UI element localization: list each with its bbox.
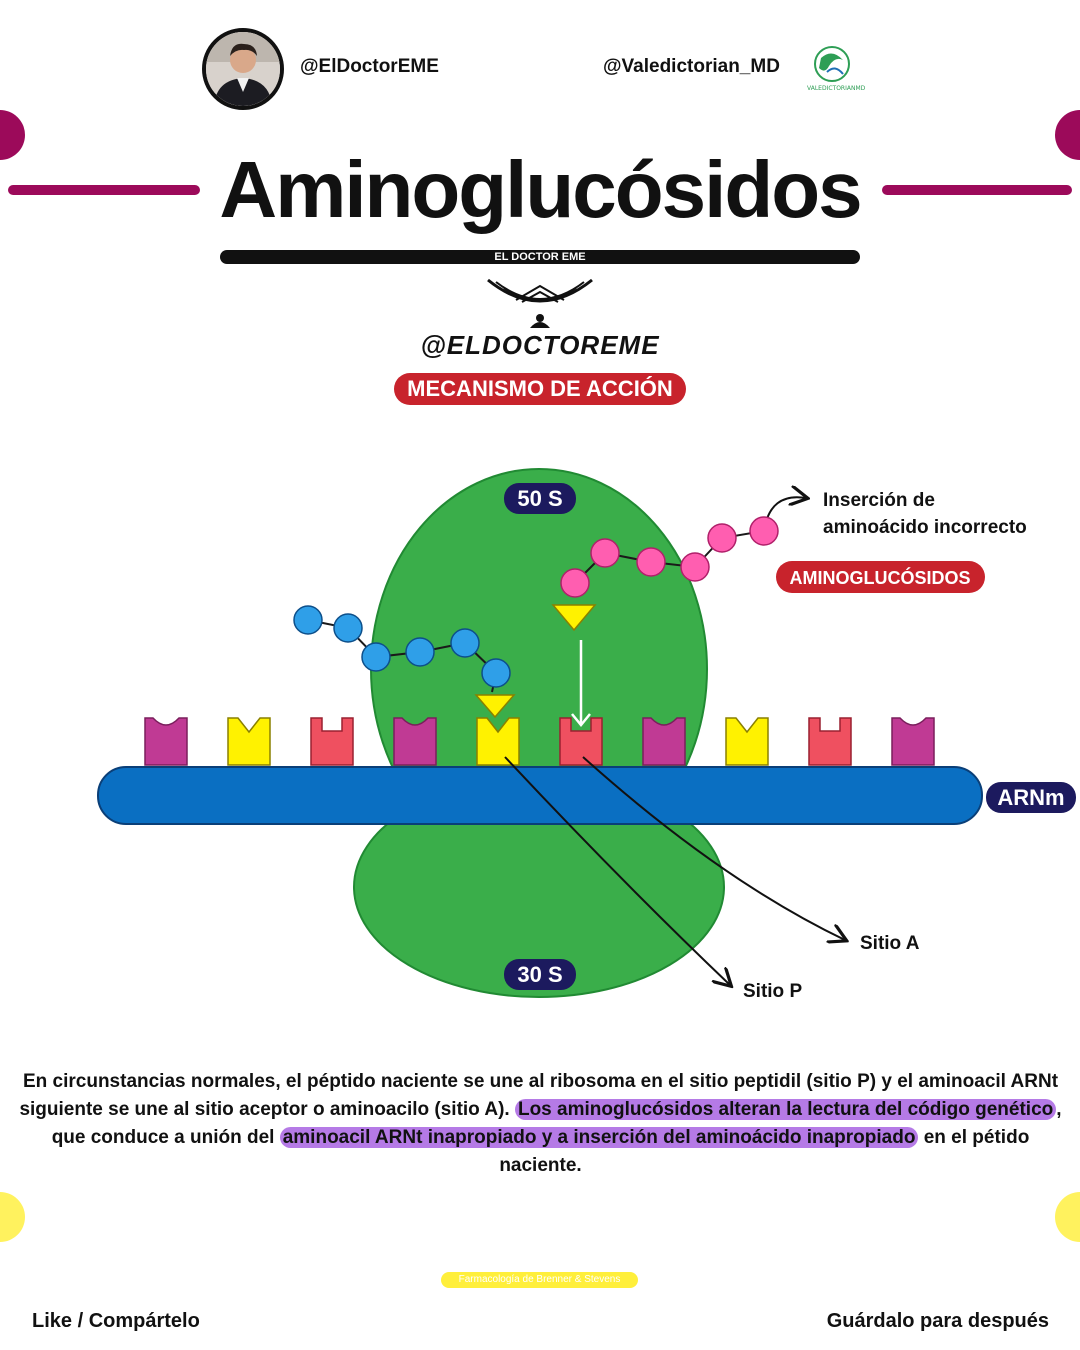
amino-acid-bead bbox=[405, 637, 435, 667]
drug-pill bbox=[776, 561, 985, 593]
title-line-left bbox=[8, 185, 200, 195]
source-credit: Farmacología de Brenner & Stevens bbox=[441, 1272, 638, 1288]
valedictorian-logo: VALEDICTORIANMD bbox=[805, 44, 871, 92]
codon-block bbox=[891, 717, 935, 766]
nascent-peptide-chain bbox=[293, 605, 516, 719]
amino-acid-bead bbox=[680, 552, 710, 582]
amino-acid-bead bbox=[707, 523, 737, 553]
avatar-portrait-icon bbox=[206, 32, 280, 106]
site-a-label: Sitio A bbox=[860, 933, 920, 954]
codon-block bbox=[725, 717, 769, 766]
insertion-label-line1: Inserción de bbox=[823, 490, 935, 511]
paragraph-highlight2: aminoacil ARNt inapropiado y a inserción… bbox=[279, 1127, 919, 1148]
label-50s-pill bbox=[504, 483, 576, 514]
amino-acid-bead bbox=[333, 613, 363, 643]
pointer-site-a bbox=[582, 756, 845, 940]
subtitle-bar-text: EL DOCTOR EME bbox=[494, 251, 586, 263]
amino-acid-bead bbox=[481, 658, 511, 688]
amino-acid-bead bbox=[293, 605, 323, 635]
page-title: Aminoglucósidos bbox=[219, 145, 862, 234]
paragraph-part1: En circunstancias normales, el péptido n… bbox=[19, 1071, 1059, 1120]
ribosome-diagram: 50 S 30 S ARNm AMINOGLUCÓSIDOS Inserción… bbox=[97, 468, 1076, 1002]
save-later-label[interactable]: Guárdalo para después bbox=[826, 1310, 1049, 1332]
codon-block bbox=[227, 717, 271, 766]
incorrect-aminoacyl-chain bbox=[551, 497, 806, 727]
handle-left[interactable]: @ElDoctorEME bbox=[300, 56, 439, 77]
codon-block bbox=[642, 717, 686, 766]
handle-right[interactable]: @Valedictorian_MD bbox=[603, 56, 780, 77]
brand-emblem-icon bbox=[486, 272, 594, 330]
decor-dot-bottom-left bbox=[0, 1192, 25, 1242]
label-30s: 30 S bbox=[517, 962, 562, 987]
paragraph-part2: , que conduce a unión del bbox=[51, 1099, 1062, 1148]
avatar bbox=[202, 28, 284, 110]
codon-block bbox=[393, 717, 437, 766]
codon-block bbox=[144, 717, 188, 766]
paragraph-part3: en el pétido naciente. bbox=[499, 1127, 1030, 1176]
title-line-right bbox=[882, 185, 1072, 195]
drug-label: AMINOGLUCÓSIDOS bbox=[789, 567, 970, 588]
decor-dot-bottom-right bbox=[1055, 1192, 1080, 1242]
amino-acid-bead bbox=[560, 568, 590, 598]
logo-text: VALEDICTORIANMD bbox=[807, 85, 866, 92]
like-share-label[interactable]: Like / Compártelo bbox=[32, 1310, 200, 1332]
label-30s-pill bbox=[504, 959, 576, 990]
trna-anticodon-p bbox=[474, 694, 516, 719]
codon-blocks bbox=[144, 717, 935, 766]
amino-acid-bead bbox=[749, 516, 779, 546]
paragraph-highlight1: Los aminoglucósidos alteran la lectura d… bbox=[514, 1099, 1057, 1120]
codon-block bbox=[310, 717, 354, 766]
codon-block-site-a bbox=[559, 717, 603, 766]
amino-acid-bead bbox=[361, 642, 391, 672]
codon-block-site-p bbox=[476, 717, 520, 766]
explanation-paragraph: En circunstancias normales, el péptido n… bbox=[18, 1068, 1063, 1180]
label-50s: 50 S bbox=[517, 486, 562, 511]
label-mrna: ARNm bbox=[997, 785, 1064, 810]
amino-acid-bead bbox=[590, 538, 620, 568]
section-pill: MECANISMO DE ACCIÓN bbox=[394, 373, 686, 405]
pointer-site-p bbox=[504, 756, 730, 985]
amino-acid-bead bbox=[636, 547, 666, 577]
insertion-label-line2: aminoácido incorrecto bbox=[823, 517, 1027, 538]
subtitle-bar bbox=[220, 250, 860, 264]
amino-acid-bead bbox=[450, 628, 480, 658]
label-mrna-pill bbox=[986, 782, 1076, 813]
codon-block bbox=[808, 717, 852, 766]
brand-handle[interactable]: @ELDOCTOREME bbox=[420, 330, 660, 360]
site-p-label: Sitio P bbox=[743, 981, 802, 1002]
trna-anticodon-a bbox=[551, 604, 597, 632]
